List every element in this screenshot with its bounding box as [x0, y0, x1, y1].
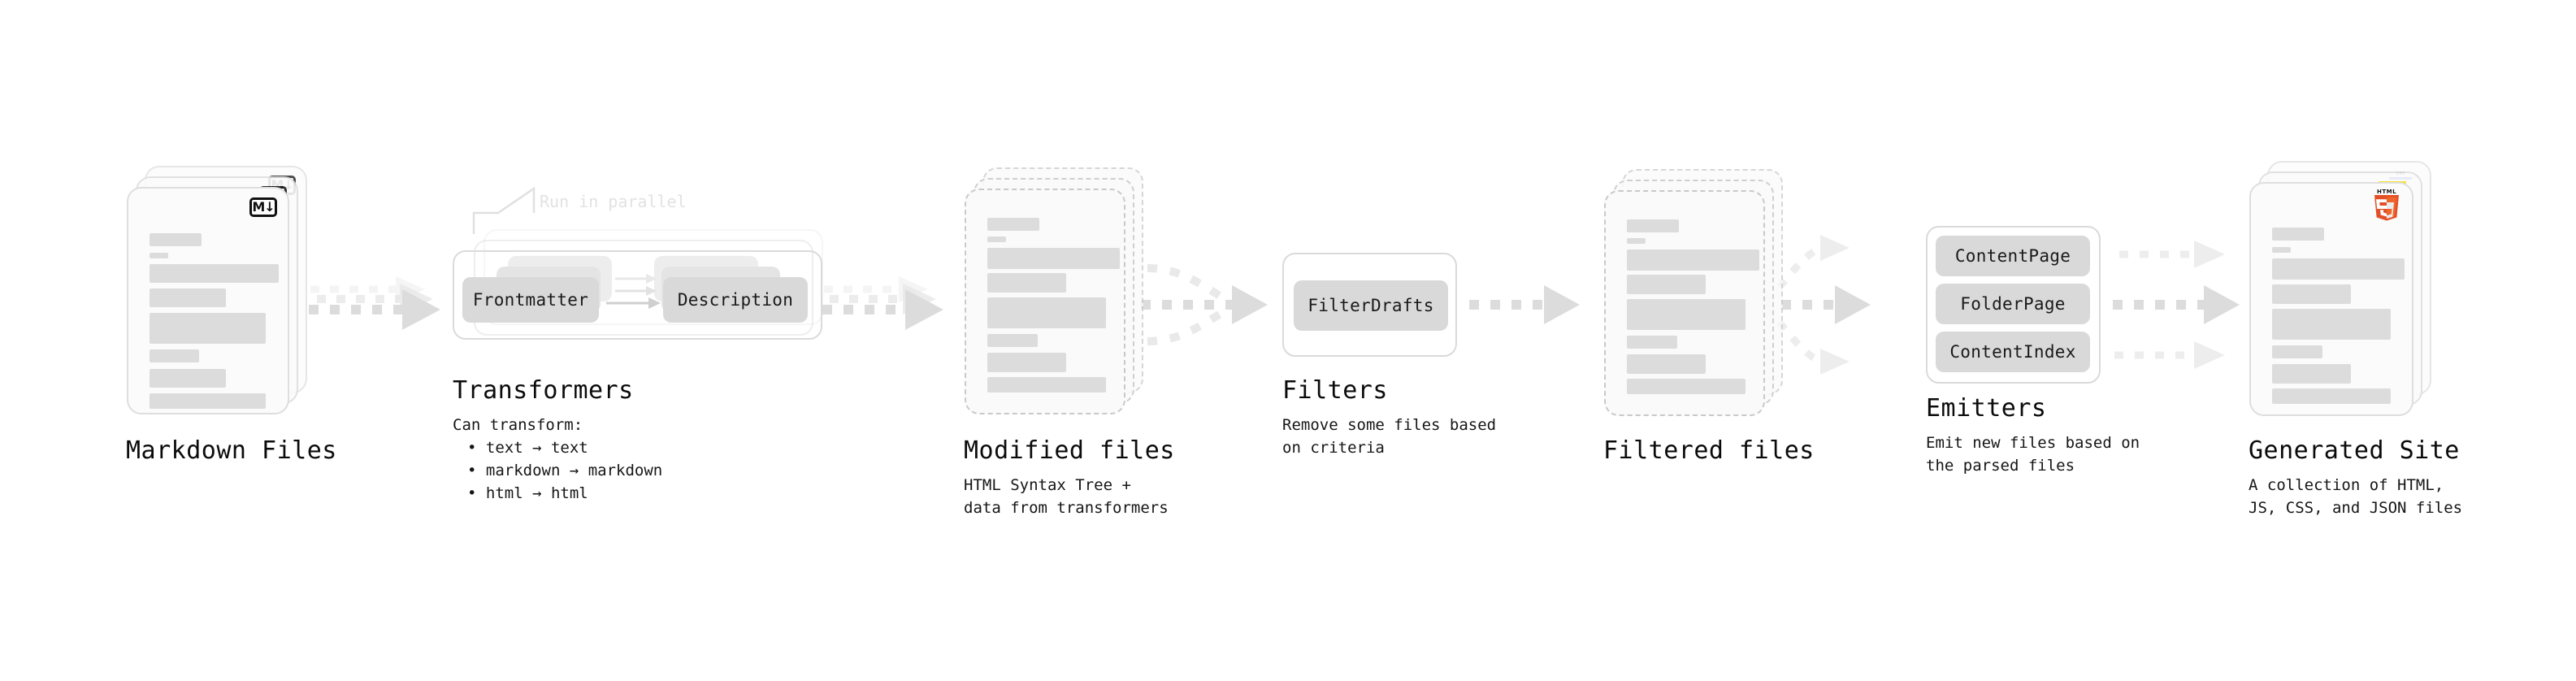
content-bar [2272, 345, 2322, 358]
content-bar [987, 248, 1120, 269]
content-bar [150, 349, 199, 362]
content-bar [987, 377, 1106, 393]
content-bar [1627, 238, 1646, 244]
content-bar [150, 264, 279, 283]
stage-subtitle-transformers: Can transform: [453, 416, 583, 434]
doc-sheet-front: HTML [2249, 182, 2413, 416]
connector-filters-to-filtered [1469, 285, 1580, 324]
stage-filtered-files [1604, 169, 1787, 429]
doc-sheet-front: M↓ [127, 187, 289, 414]
stage-subtitle-modified-files: HTML Syntax Tree + data from transformer… [964, 476, 1169, 517]
connector-emitters-to-generated [2113, 241, 2240, 369]
content-bar [987, 236, 1006, 242]
stage-generated-site: CSS HTML [2249, 161, 2440, 429]
transformer-chip-description[interactable]: Description [663, 277, 808, 323]
content-bar [150, 393, 266, 409]
content-bar [2272, 309, 2391, 340]
stage-title-modified-files: Modified files [964, 436, 1175, 465]
markdown-icon: M↓ [249, 197, 277, 217]
stage-title-filtered-files: Filtered files [1603, 436, 1815, 465]
content-bar [2272, 284, 2351, 304]
content-bar [987, 297, 1106, 328]
content-bar [150, 369, 226, 388]
content-bar [1627, 379, 1746, 394]
content-bar [1627, 219, 1679, 232]
content-bar [2272, 258, 2405, 280]
stage-title-transformers: Transformers [453, 376, 634, 405]
stage-markdown-files: M↓ M↓ M↓ [127, 166, 314, 426]
content-bar [150, 313, 266, 344]
stage-subtitle-filters: Remove some files based on criteria [1282, 416, 1497, 457]
transformers-bullet-0: • text → text [467, 439, 588, 457]
stage-title-emitters: Emitters [1926, 394, 2047, 423]
html5-icon: HTML [2373, 189, 2400, 221]
transformers-bullet-1: • markdown → markdown [467, 462, 663, 479]
content-bar [1627, 299, 1746, 330]
content-bar [987, 353, 1066, 372]
filter-chip-filterdrafts[interactable]: FilterDrafts [1294, 280, 1448, 331]
emitter-chip-folderpage[interactable]: FolderPage [1936, 284, 2090, 324]
content-bar [150, 253, 168, 258]
content-bar [987, 334, 1038, 347]
stage-subtitle-generated-site: A collection of HTML, JS, CSS, and JSON … [2249, 476, 2463, 517]
content-bar [2272, 247, 2291, 253]
content-bar [150, 233, 202, 246]
content-bar [1627, 336, 1677, 349]
content-bar [1627, 249, 1759, 271]
transformer-chip-frontmatter[interactable]: Frontmatter [462, 277, 599, 323]
doc-sheet-front [1604, 190, 1765, 416]
content-bar [150, 288, 226, 307]
run-in-parallel-leader [472, 186, 536, 234]
stage-title-filters: Filters [1282, 376, 1388, 405]
stage-title-markdown-files: Markdown Files [126, 436, 337, 465]
content-bar [2272, 228, 2324, 241]
emitter-chip-contentpage[interactable]: ContentPage [1936, 236, 2090, 276]
content-bar [2272, 388, 2391, 404]
transformers-box [453, 250, 822, 340]
content-bar [987, 218, 1039, 231]
emitters-box [1926, 226, 2101, 384]
content-bar [1627, 275, 1706, 294]
stage-title-generated-site: Generated Site [2249, 436, 2460, 465]
transformers-bullet-2: • html → html [467, 484, 588, 502]
emitter-chip-contentindex[interactable]: ContentIndex [1936, 332, 2090, 372]
content-bar [987, 273, 1066, 293]
filters-box [1282, 253, 1457, 357]
run-in-parallel-note: Run in parallel [540, 192, 687, 211]
stage-modified-files [965, 167, 1147, 427]
connector-transformers-to-modified [822, 276, 943, 330]
stage-subtitle-emitters: Emit new files based on the parsed files [1926, 434, 2140, 475]
connector-markdown-to-transformers [309, 276, 440, 330]
connector-modified-to-filters [1141, 264, 1268, 345]
doc-sheet-front [965, 189, 1125, 414]
content-bar [2272, 364, 2351, 384]
content-bar [1627, 354, 1706, 374]
